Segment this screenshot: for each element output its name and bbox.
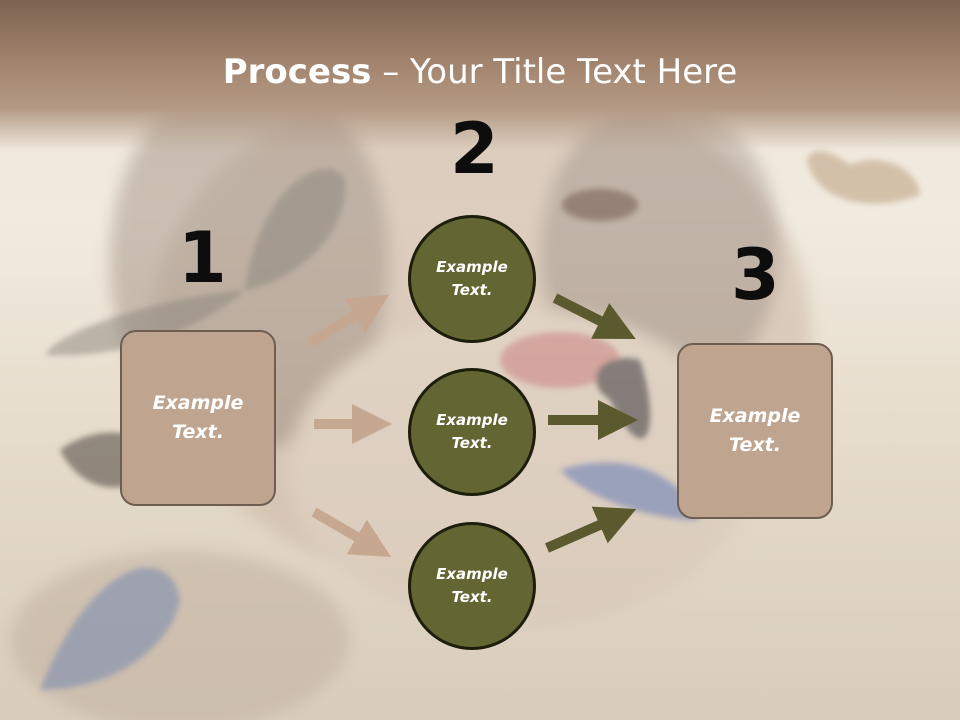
step-number-3: 3 [731, 234, 780, 316]
step-number-2: 2 [450, 108, 499, 190]
step-2-circle-bottom[interactable]: Example Text. [408, 522, 536, 650]
step-3-box[interactable]: Example Text. [677, 343, 833, 519]
slide-title: Process – Your Title Text Here [0, 52, 960, 92]
arrow-box1-to-circle-bottom [311, 507, 392, 558]
title-bold: Process [222, 52, 372, 92]
title-rest: – Your Title Text Here [371, 52, 738, 92]
title-band [0, 0, 960, 150]
arrow-circle-bottom-to-box3 [544, 506, 637, 553]
arrow-circle-top-to-box3 [552, 293, 636, 340]
step-2-circle-middle[interactable]: Example Text. [408, 368, 536, 496]
step-1-box[interactable]: Example Text. [120, 330, 276, 506]
arrow-box1-to-circle-top [307, 294, 390, 348]
step-number-1: 1 [178, 217, 227, 299]
step-2-circle-top[interactable]: Example Text. [408, 215, 536, 343]
